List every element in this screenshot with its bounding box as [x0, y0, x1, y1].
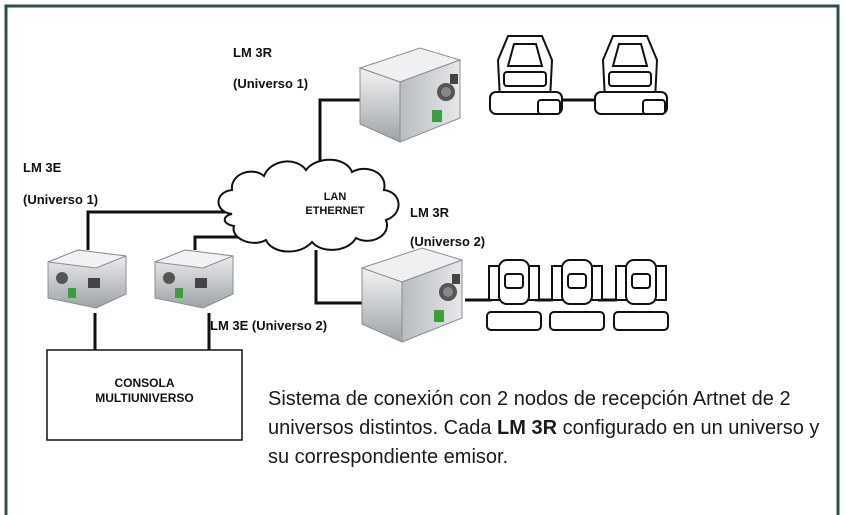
lm3r-u1-name: LM 3R	[233, 45, 272, 60]
moving-head-icon	[489, 35, 563, 115]
cable-lm3r-u2	[314, 250, 365, 305]
cable-lm3e-u2	[193, 235, 250, 250]
lm3e-u2-label: LM 3E (Universo 2)	[210, 318, 328, 333]
cable-lm3r-u1	[318, 98, 362, 176]
moving-head-icon	[594, 35, 668, 115]
lm3r-device-icon	[358, 47, 462, 143]
console-label-line1: CONSOLA	[114, 376, 175, 390]
lm3e-device-icon	[154, 249, 234, 309]
cloud-label: LAN ETHERNET	[270, 190, 400, 218]
console-label-line2: MULTIUNIVERSO	[95, 391, 194, 405]
cloud-label-line1: LAN	[323, 191, 347, 203]
lm3r-u2-name: LM 3R	[410, 205, 449, 220]
lm3r-u2-universe: (Universo 2)	[410, 234, 486, 249]
console-icon	[46, 349, 243, 441]
caption: Sistema de conexión con 2 nodos de recep…	[268, 385, 828, 472]
lm3r-device-icon	[360, 247, 464, 343]
moving-head-icon	[613, 259, 669, 331]
lm3e-u1-name: LM 3E	[23, 160, 62, 175]
cloud-label-line2: ETHERNET	[305, 205, 365, 217]
caption-part1: Sistema de conexión con 2 nodos de recep…	[268, 388, 791, 439]
lm3e-u1-universe: (Universo 1)	[23, 192, 99, 207]
console-label: CONSOLA MULTIUNIVERSO	[47, 376, 242, 406]
diagram-border	[4, 4, 840, 515]
caption-bold: LM 3R	[497, 417, 558, 439]
cable-lm3e-u1	[86, 210, 225, 250]
moving-head-icon	[549, 259, 605, 331]
ethernet-cloud-icon	[217, 158, 400, 253]
caption-part2: configurado en un universo y su correspo…	[268, 417, 820, 468]
lm3r-u1-universe: (Universo 1)	[233, 76, 309, 91]
lm3e-device-icon	[47, 249, 127, 309]
moving-head-icon	[486, 259, 542, 331]
